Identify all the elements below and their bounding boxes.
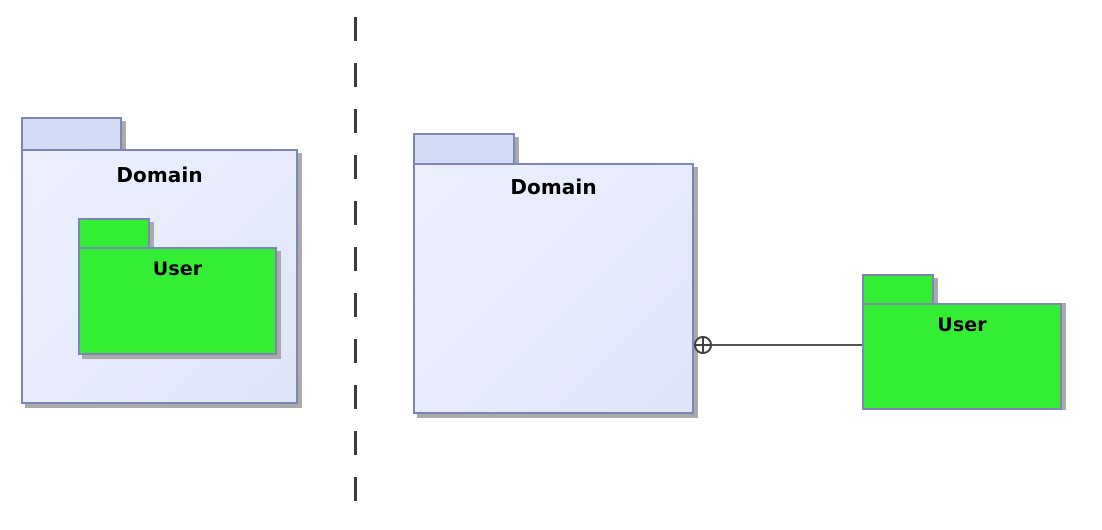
domain-package-linked-body: Domain — [413, 163, 694, 414]
user-package-nested-label: User — [152, 258, 203, 280]
user-package-linked-body: User — [862, 303, 1062, 410]
user-package-nested-body: User — [78, 247, 277, 355]
user-package-nested-tab — [78, 218, 150, 249]
user-package-linked-label: User — [937, 314, 987, 336]
domain-package-nested-tab — [21, 117, 122, 151]
circle-plus-icon — [694, 336, 712, 354]
containment-connector-line[interactable] — [710, 344, 863, 346]
domain-package-nested-label: Domain — [116, 163, 203, 187]
domain-package-linked-label: Domain — [510, 175, 597, 199]
variant-separator-dashed-line — [354, 17, 357, 517]
user-package-linked-tab — [862, 274, 934, 305]
domain-package-linked-tab — [413, 133, 515, 165]
